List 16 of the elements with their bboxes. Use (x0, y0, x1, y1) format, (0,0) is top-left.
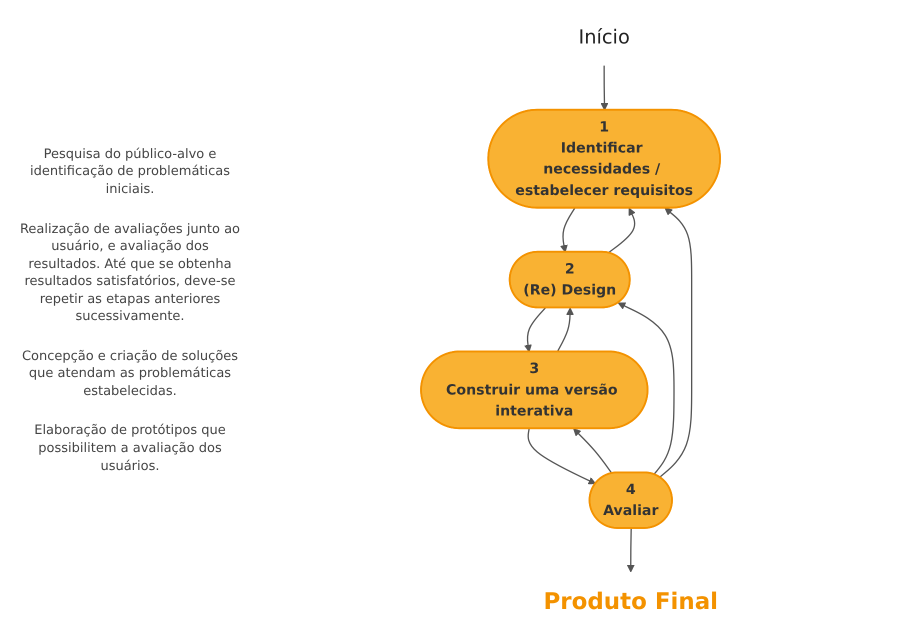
arrow (556, 307, 574, 352)
arrow (618, 302, 675, 475)
arrow (660, 208, 693, 478)
note-text: Concepção e criação de soluções que atendam as problemáticas estabelecidas. (20, 348, 240, 400)
arrow (573, 428, 613, 474)
note-text: Pesquisa do público-alvo e identificação de problemáticas iniciais. (28, 146, 232, 199)
arrow (600, 66, 609, 111)
note-text: Realização de avaliações junto ao usuário, e avaliação dos resultados. Até que se obtenha resultados satisfatórios, deve-se repetir as etapas anteriores sucessivamente. (18, 220, 242, 326)
arrow (528, 428, 596, 484)
node-text: Início (578, 26, 630, 49)
arrow (608, 208, 636, 254)
arrow (627, 528, 635, 572)
note-text: Elaboração de protótipos que possibilitem a avaliação dos usuários. (33, 422, 227, 476)
arrow (524, 307, 546, 352)
node-text: Produto Final (544, 588, 718, 616)
arrow (560, 208, 576, 253)
